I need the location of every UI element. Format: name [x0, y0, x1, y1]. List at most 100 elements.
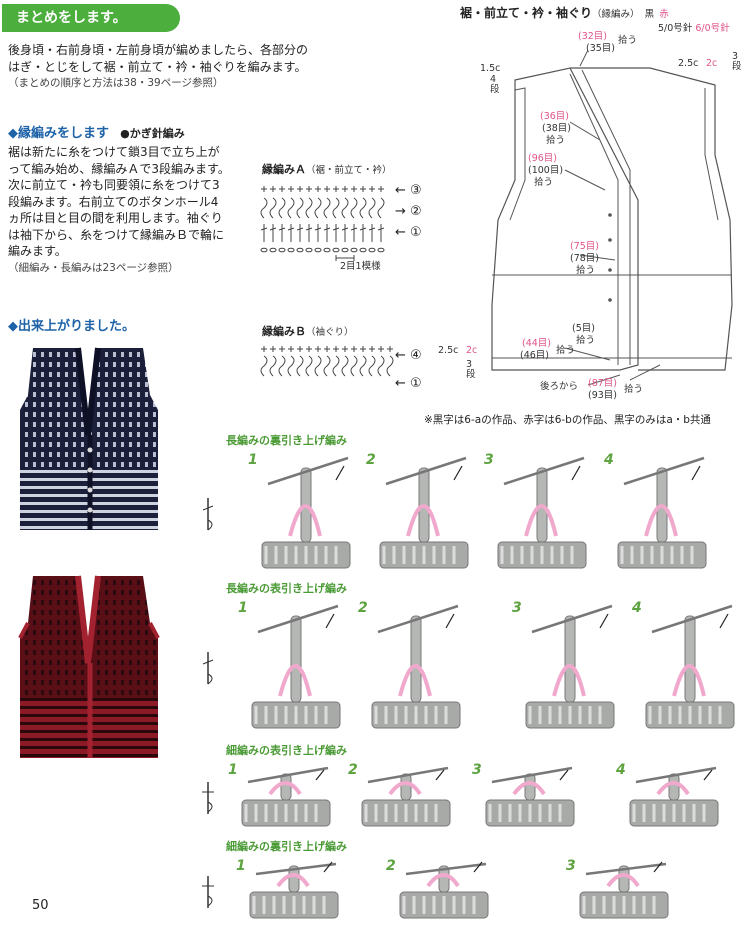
legend-black: 黒 [644, 9, 655, 20]
schematic-title: 裾・前立て・衿・袖ぐり [460, 6, 593, 20]
step-number: 2 [348, 762, 358, 778]
pattern-b-subtitle: （袖ぐり） [306, 327, 354, 338]
step-number: 1 [228, 762, 238, 778]
vest-photo-navy [20, 347, 158, 530]
edging-text: 裾は新たに糸をつけて鎖3目で立ち上が って編み始め、縁編みＡで3段編みます。 次… [8, 144, 253, 276]
pattern-b-row-labels: ← ④ ← ① [395, 348, 422, 391]
stitch-symbol-icon [202, 876, 214, 908]
stitch-step-illustration [629, 766, 719, 827]
pattern-a-title: 縁編みＡ [262, 163, 306, 176]
legend-needle-black: 5/0号針 [658, 23, 693, 34]
stitch-step-illustration [371, 604, 461, 729]
stitch-symbol-icon [202, 782, 214, 814]
step-number: 2 [366, 452, 376, 468]
stitch-symbol-icon [202, 498, 214, 531]
edging-title: ◆縁編みをします [8, 126, 109, 141]
sch-label: (93目) [588, 390, 618, 401]
technique-title: 細編みの表引き上げ編み [226, 744, 347, 757]
edging-heading: ◆縁編みをします ●かぎ針編み [8, 122, 185, 141]
sch-label: (78目) [570, 253, 600, 264]
edging-line: 次に前立て・衿も同要領に糸をつけて3 [8, 178, 220, 192]
sch-label: 拾う [546, 135, 566, 146]
edging-subtitle: ●かぎ針編み [120, 127, 185, 140]
sch-label: 拾う [618, 35, 638, 46]
sch-label: 2.5c [438, 345, 459, 356]
sch-label: 2.5c [678, 58, 699, 69]
edging-line: は袖下から、糸をつけて縁編みＢで輪に [8, 227, 225, 242]
stitch-step-illustration [379, 456, 469, 569]
technique-title: 細編みの裏引き上げ編み [226, 840, 347, 853]
stitch-step-illustration [241, 766, 331, 827]
step-number: 3 [484, 452, 494, 468]
section-badge: まとめをします。 [2, 4, 180, 32]
schematic-heading: 裾・前立て・衿・袖ぐり（縁編み） 黒 赤 [460, 2, 669, 21]
edging-line: 段編みます。右前立てのボタンホール4 [8, 194, 219, 209]
pattern-b-chart [260, 346, 394, 377]
row-label: ② [410, 204, 422, 219]
sch-label: (75目) [570, 241, 600, 252]
intro-text: 後身頃・右前身頃・左前身頃が編めましたら、各部分の はぎ・とじをして裾・前立て・… [8, 42, 368, 92]
sch-label: (100目) [528, 165, 564, 176]
stitch-step-illustration [485, 766, 575, 827]
step-number: 3 [512, 600, 522, 616]
pattern-a-row-labels: ← ③ → ② ← ① [395, 183, 422, 240]
page-number: 50 [32, 898, 49, 913]
stitch-step-illustration [579, 861, 669, 919]
stitch-step-illustration [399, 861, 489, 919]
pattern-a-heading: 縁編みＡ（裾・前立て・衿） [262, 158, 392, 177]
sch-label: 3段 [732, 51, 742, 72]
finished-title: ◆出来上がりました。 [8, 319, 135, 334]
technique-title: 長編みの裏引き上げ編み [226, 434, 347, 447]
vest-schematic [491, 49, 733, 386]
legend-red: 赤 [659, 9, 669, 20]
stitch-step-illustration [645, 604, 735, 729]
schematic-footnote: ※黒字は6-aの作品、赤字は6-bの作品、黒字のみはa・b共通 [424, 414, 711, 426]
step-number: 4 [616, 762, 626, 778]
step-number: 4 [632, 600, 642, 616]
sch-label: 後ろから [540, 381, 579, 392]
step-number: 2 [358, 600, 368, 616]
sch-label: (32目) [578, 31, 608, 42]
pattern-a-chart [260, 186, 385, 261]
edging-line: 編みます。 [8, 244, 67, 258]
edging-line: 裾は新たに糸をつけて鎖3目で立ち上が [8, 145, 220, 159]
sch-label: 拾う [534, 177, 554, 188]
edging-line: って編み始め、縁編みＡで3段編みます。 [8, 161, 230, 176]
step-number: 1 [248, 452, 258, 468]
stitch-step-illustration [249, 861, 339, 919]
intro-line: 後身頃・右前身頃・左前身頃が編めましたら、各部分の [8, 43, 309, 57]
pattern-b-heading: 縁編みＢ（袖ぐり） [262, 320, 354, 339]
sch-label: 3段 [466, 359, 476, 380]
sch-label: 1.5c [480, 63, 501, 74]
sch-label: 拾う [576, 265, 596, 276]
legend-needles: 5/0号針 6/0号針 [658, 20, 730, 34]
stitch-step-illustration [497, 456, 587, 569]
sch-label: 拾う [576, 335, 596, 346]
pattern-b-title: 縁編みＢ [262, 325, 306, 338]
stitch-step-illustration [525, 604, 615, 729]
sch-label: (44目) [522, 338, 552, 349]
pattern-a-subtitle: （裾・前立て・衿） [306, 165, 392, 176]
sch-label: (5目) [572, 323, 595, 334]
sch-label: 拾う [556, 345, 576, 356]
step-number: 2 [386, 858, 396, 874]
legend-needle-red: 6/0号針 [695, 23, 730, 34]
sch-label: (87目) [588, 378, 618, 389]
row-label: ③ [410, 183, 422, 198]
edging-note: （細編み・長編みは23ページ参照） [8, 261, 179, 274]
sch-label: (96目) [528, 153, 558, 164]
sch-label: (46目) [520, 350, 550, 361]
step-number: 4 [604, 452, 614, 468]
sch-label: 拾う [624, 384, 644, 395]
step-number: 1 [236, 858, 246, 874]
sch-label: 4段 [490, 74, 500, 95]
stitch-step-illustration [251, 604, 341, 729]
stitch-step-illustration [261, 456, 351, 569]
pattern-a-repeat: 2目1模様 [340, 261, 381, 272]
stitch-step-illustration [617, 456, 707, 569]
row-label: ① [410, 376, 422, 391]
sch-label: (35目) [586, 43, 616, 54]
step-number: 3 [566, 858, 576, 874]
sch-label: 2c [466, 345, 478, 356]
step-number: 3 [472, 762, 482, 778]
